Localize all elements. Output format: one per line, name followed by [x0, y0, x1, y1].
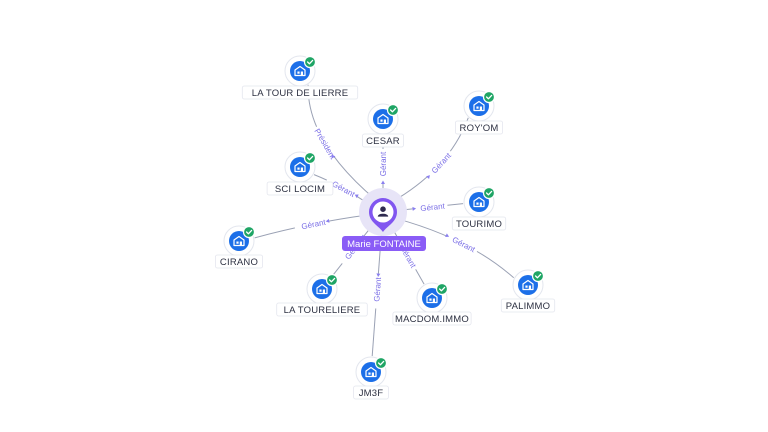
building-icon [294, 65, 306, 77]
arrow-icon [354, 194, 359, 199]
arrow-icon [426, 175, 430, 180]
check-badge-icon [303, 151, 317, 165]
company-name-label: LA TOURELIERE [284, 305, 361, 316]
company-name-label: TOURIMO [456, 219, 502, 230]
company-name-label: SCI LOCIM [275, 184, 325, 195]
edge-label-roy-om: Gérant [423, 147, 455, 181]
building-icon [473, 196, 485, 208]
relation-label: Gérant [301, 218, 328, 232]
relation-label: Gérant [372, 276, 383, 302]
arrow-icon [376, 273, 381, 278]
company-node-jm3f[interactable]: JM3F [353, 356, 389, 400]
company-node-la-tour-de-lierre[interactable]: LA TOUR DE LIERRE [241, 55, 359, 100]
company-node-macdom-immo[interactable]: MACDOM.IMMO [392, 282, 472, 326]
company-node-sci-locim[interactable]: SCI LOCIM [266, 151, 334, 196]
check-badge-icon [303, 55, 317, 69]
company-node-tourimo[interactable]: TOURIMO [451, 186, 507, 231]
company-node-cirano[interactable]: CIRANO [214, 225, 263, 269]
relation-label: Gérant [420, 202, 446, 214]
node-label-bg [454, 120, 503, 135]
check-badge-icon [386, 103, 400, 117]
edge-label-cirano: Gérant [293, 215, 330, 233]
company-name-label: LA TOUR DE LIERRE [252, 88, 349, 99]
building-icon [316, 283, 328, 295]
person-icon [377, 206, 389, 217]
building-icon [426, 292, 438, 304]
node-label-bg [214, 254, 263, 269]
check-badge-icon [531, 269, 545, 283]
node-label-bg [392, 311, 472, 326]
pin-inner-circle [372, 201, 394, 223]
check-badge-icon [482, 90, 496, 104]
edge-label-cesar: Gérant [377, 149, 388, 183]
company-node-palimmo[interactable]: PALIMMO [500, 269, 556, 313]
company-node-roy-om[interactable]: ROY'OM [454, 90, 503, 135]
building-icon [365, 366, 377, 378]
arrow-icon [381, 180, 385, 184]
node-label-bg [353, 385, 389, 400]
check-badge-icon [374, 356, 388, 370]
building-icon [473, 100, 485, 112]
company-name-label: CESAR [366, 136, 400, 147]
company-node-la-toureliere[interactable]: LA TOURELIERE [276, 273, 368, 317]
center-person-node[interactable]: Marie FONTAINE [342, 188, 426, 251]
building-icon [522, 279, 534, 291]
edge-label-jm3f: Gérant [369, 274, 384, 309]
company-node-cesar[interactable]: CESAR [362, 103, 404, 148]
arrow-icon [445, 233, 450, 237]
edge-label-palimmo: Gérant [444, 230, 480, 256]
arrow-icon [331, 154, 336, 159]
company-name-label: CIRANO [220, 257, 258, 268]
check-badge-icon [482, 186, 496, 200]
node-label-bg [276, 302, 368, 317]
node-label-bg [266, 181, 334, 196]
building-icon [377, 113, 389, 125]
company-name-label: PALIMMO [506, 301, 551, 312]
company-name-label: JM3F [359, 388, 384, 399]
node-label-bg [500, 298, 556, 313]
node-label-bg [451, 216, 507, 231]
relation-label: Gérant [379, 151, 388, 176]
nodes-layer: LA TOUR DE LIERRE CESAR ROY'OM SCI LOCIM TOU… [214, 55, 556, 400]
company-name-label: ROY'OM [460, 123, 499, 134]
center-name-label: Marie FONTAINE [347, 239, 421, 250]
arrow-icon [412, 206, 417, 211]
building-icon [233, 235, 245, 247]
center-name-badge [342, 236, 426, 251]
arrow-icon [325, 218, 330, 223]
check-badge-icon [325, 273, 339, 287]
edge-label-tourimo: Gérant [412, 199, 448, 214]
node-label-bg [362, 133, 404, 148]
company-name-label: MACDOM.IMMO [395, 314, 469, 325]
node-label-bg [241, 85, 359, 100]
check-badge-icon [242, 225, 256, 239]
building-icon [294, 161, 306, 173]
check-badge-icon [435, 282, 449, 296]
